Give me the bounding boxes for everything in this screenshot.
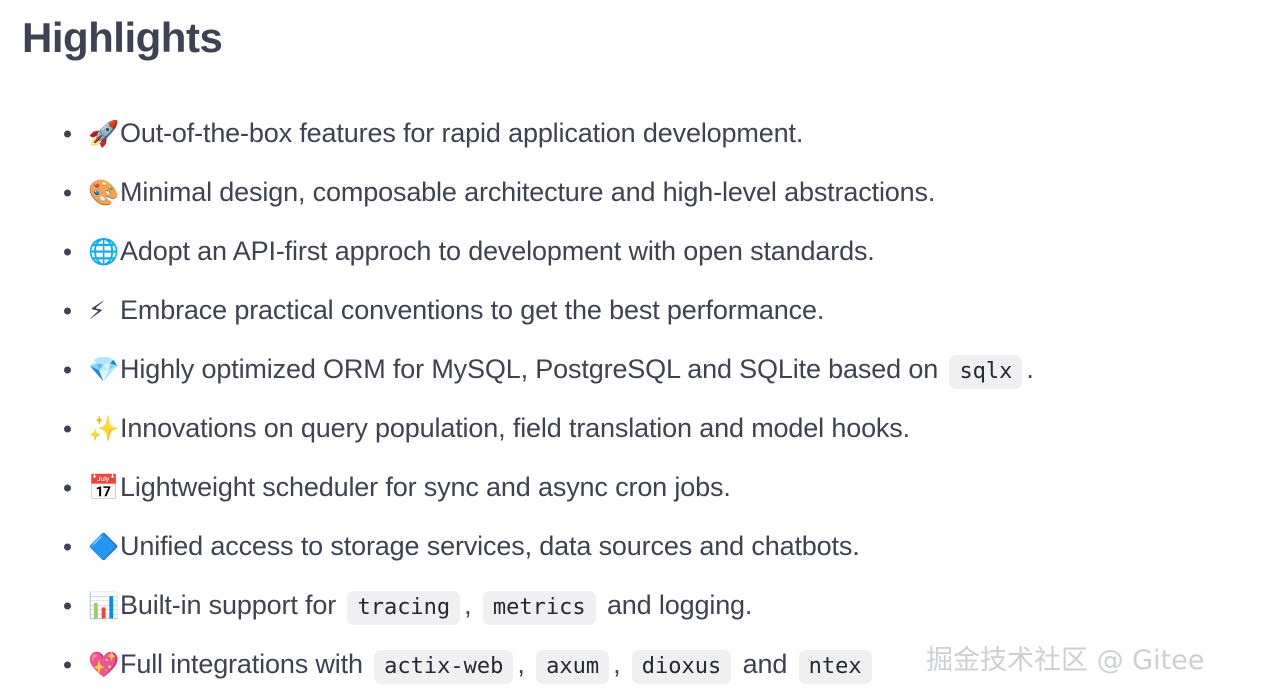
list-item: 💎Highly optimized ORM for MySQL, Postgre… — [0, 340, 1270, 399]
inline-code: sqlx — [949, 355, 1023, 390]
inline-code: ntex — [798, 650, 872, 685]
list-item: ✨Innovations on query population, field … — [0, 399, 1270, 458]
list-item-text: Lightweight scheduler for sync and async… — [120, 471, 731, 503]
text-run: Out-of-the-box features for rapid applic… — [120, 118, 804, 149]
list-item-text: Highly optimized ORM for MySQL, PostgreS… — [120, 353, 1034, 390]
gem-stone-emoji: 💎 — [88, 355, 120, 384]
inline-code: axum — [536, 650, 610, 685]
list-item-text: Unified access to storage services, data… — [120, 530, 860, 562]
list-item: 💖Full integrations with actix-web, axum,… — [0, 635, 1270, 694]
bullet-icon — [64, 366, 71, 373]
inline-code: dioxus — [631, 650, 732, 685]
text-run: Minimal design, composable architecture … — [120, 177, 936, 208]
bar-chart-emoji: 📊 — [88, 591, 120, 620]
page-title: Highlights — [22, 14, 223, 61]
text-run: Innovations on query population, field t… — [120, 413, 910, 444]
bullet-icon — [64, 189, 71, 196]
list-item: 🎨Minimal design, composable architecture… — [0, 163, 1270, 222]
calendar-emoji: 📅 — [88, 473, 120, 502]
inline-code: metrics — [482, 591, 596, 626]
bullet-icon — [64, 248, 71, 255]
text-run: , — [464, 590, 479, 621]
sparkling-heart-emoji: 💖 — [88, 650, 120, 679]
list-item-text: Embrace practical conventions to get the… — [120, 294, 824, 326]
sparkles-emoji: ✨ — [88, 414, 120, 443]
text-run: Unified access to storage services, data… — [120, 531, 860, 562]
text-run: and — [735, 649, 795, 680]
inline-code: actix-web — [374, 650, 514, 685]
list-item: 🔷Unified access to storage services, dat… — [0, 517, 1270, 576]
list-item: 🚀Out-of-the-box features for rapid appli… — [0, 104, 1270, 163]
text-run: . — [1026, 354, 1034, 385]
text-run: Highly optimized ORM for MySQL, PostgreS… — [120, 354, 946, 385]
text-run: Lightweight scheduler for sync and async… — [120, 472, 731, 503]
list-item-text: Adopt an API-first approch to developmen… — [120, 235, 875, 267]
text-run: , — [517, 649, 533, 680]
highlights-list: 🚀Out-of-the-box features for rapid appli… — [0, 104, 1270, 694]
diamond-shapes-emoji: 🔷 — [88, 532, 120, 561]
inline-code: tracing — [347, 591, 461, 626]
text-run: , — [613, 649, 628, 680]
rocket-emoji: 🚀 — [88, 119, 120, 148]
text-run: Adopt an API-first approch to developmen… — [120, 236, 875, 267]
text-run: Built-in support for — [120, 590, 344, 621]
bullet-icon — [64, 130, 71, 137]
bullet-icon — [64, 543, 71, 550]
list-item-text: Innovations on query population, field t… — [120, 412, 910, 444]
list-item: ⚡ Embrace practical conventions to get th… — [0, 281, 1270, 340]
bullet-icon — [64, 484, 71, 491]
list-item: 📅Lightweight scheduler for sync and asyn… — [0, 458, 1270, 517]
text-run: and logging. — [599, 590, 753, 621]
list-item-text: Built-in support for tracing, metrics an… — [120, 589, 753, 626]
text-run: Embrace practical conventions to get the… — [120, 295, 825, 326]
globe-with-meridians-emoji: 🌐 — [88, 237, 120, 266]
artist-palette-emoji: 🎨 — [88, 178, 120, 207]
bullet-icon — [64, 307, 71, 314]
list-item-text: Out-of-the-box features for rapid applic… — [120, 117, 803, 149]
list-item-text: Full integrations with actix-web, axum, … — [120, 648, 876, 685]
bullet-icon — [64, 602, 71, 609]
text-run: Full integrations with — [120, 649, 371, 680]
list-item-text: Minimal design, composable architecture … — [120, 176, 935, 208]
bullet-icon — [64, 661, 71, 668]
high-voltage-emoji: ⚡ — [88, 296, 106, 325]
list-item: 🌐Adopt an API-first approch to developme… — [0, 222, 1270, 281]
list-item: 📊Built-in support for tracing, metrics a… — [0, 576, 1270, 635]
bullet-icon — [64, 425, 71, 432]
